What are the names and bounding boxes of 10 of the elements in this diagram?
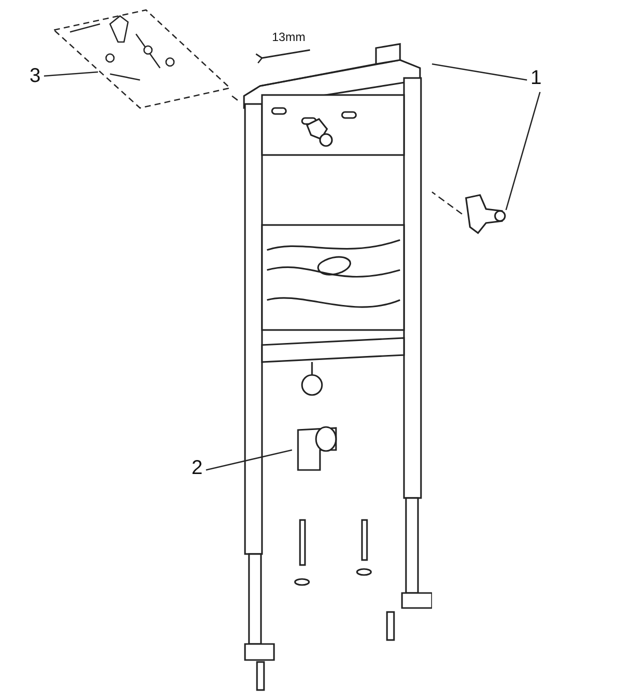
callout-number: 3 — [28, 64, 42, 88]
wrench-size-label: 13mm — [272, 30, 306, 44]
assembly-line — [232, 95, 240, 103]
callout-number: 1 — [529, 66, 543, 90]
assembly-line — [432, 191, 462, 215]
leader-line — [505, 92, 541, 210]
leader-line — [206, 449, 292, 471]
leader-line — [432, 63, 528, 81]
leader-line — [44, 71, 98, 77]
callout-number: 2 — [190, 456, 204, 480]
